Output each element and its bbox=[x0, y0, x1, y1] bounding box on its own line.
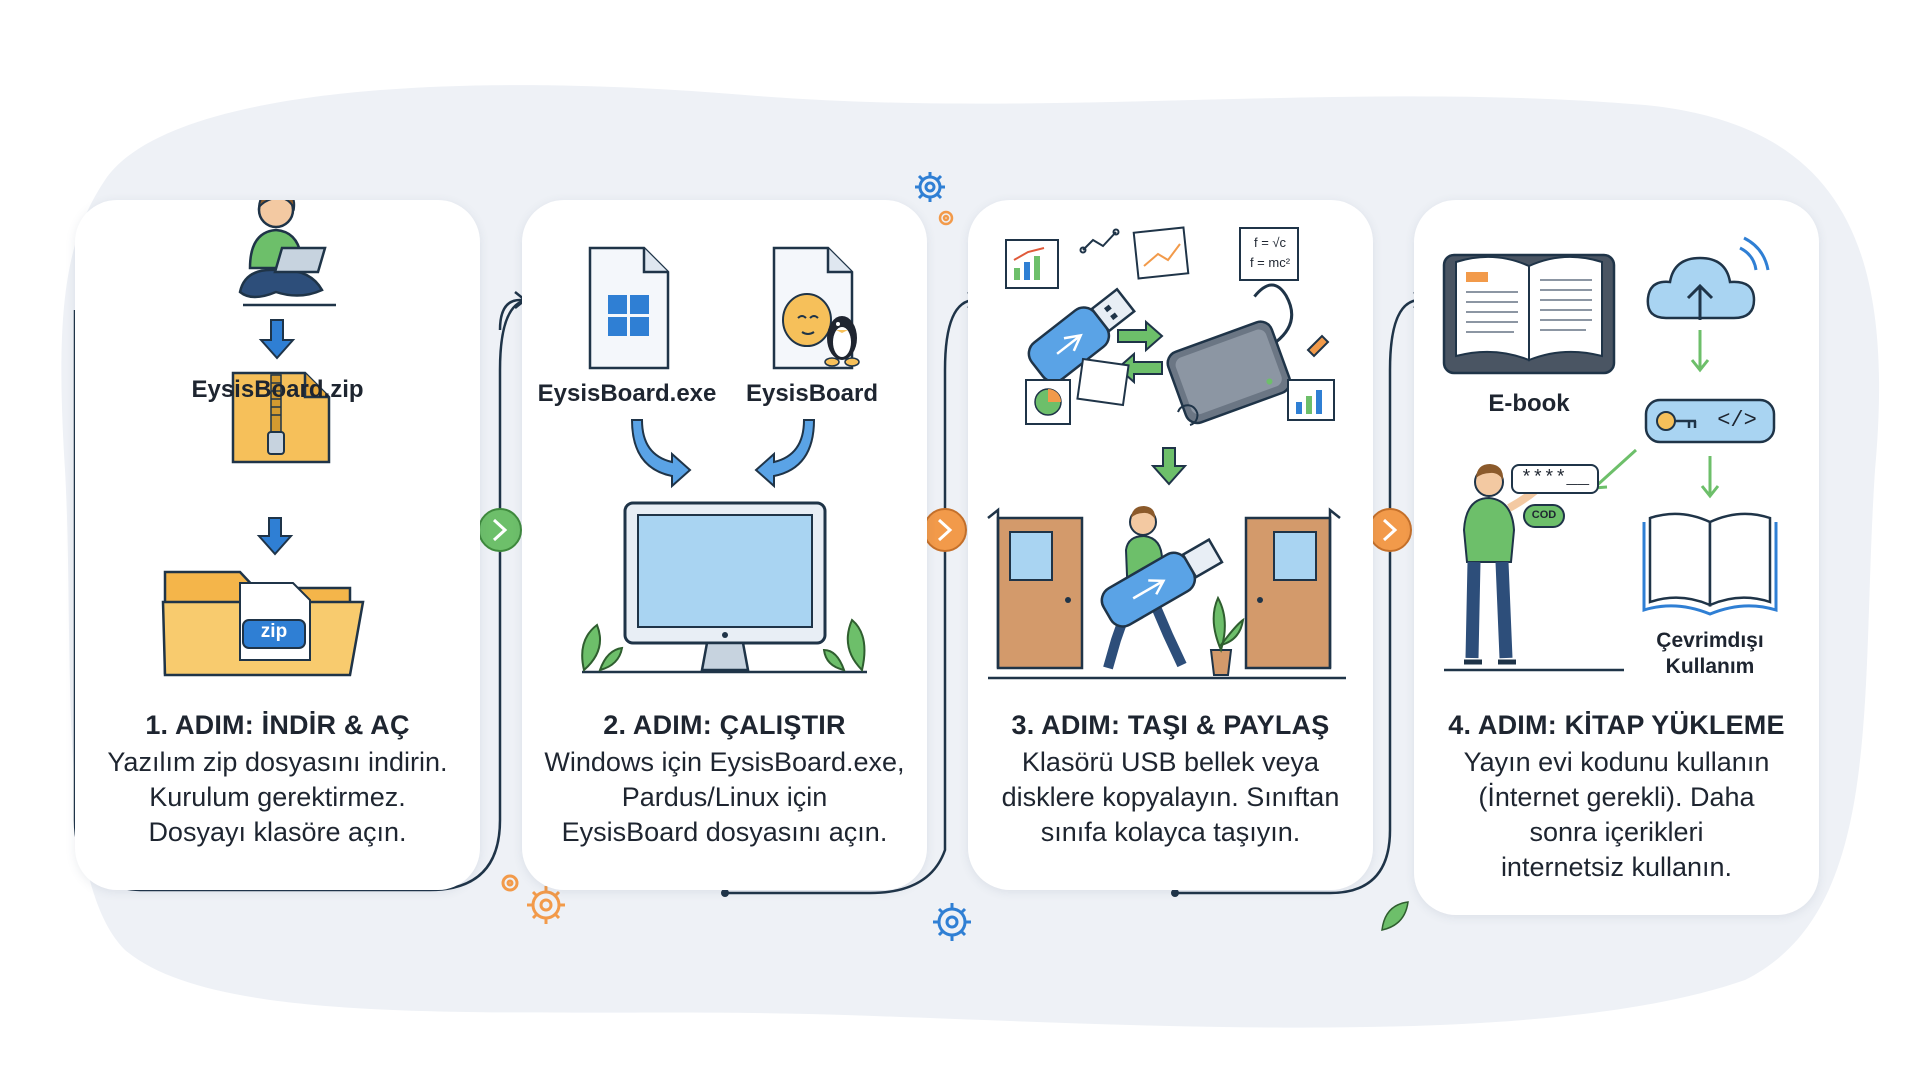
step-4-line-3: sonra içerikleri bbox=[1529, 817, 1704, 847]
down-arrow-icon-2 bbox=[256, 517, 294, 556]
offline-usage-label-1: Çevrimdışı bbox=[1656, 629, 1764, 652]
step-2-caption: 2. ADIM: ÇALIŞTIR Windows için EysisBoar… bbox=[522, 710, 927, 850]
step-card-2: EysisBoard.exe EysisBoard 2. ADIM: ÇALIŞ… bbox=[522, 200, 927, 890]
step-3-description: Klasörü USB bellek veya disklere kopyala… bbox=[968, 745, 1373, 850]
formula-label-2: f = mc² bbox=[1249, 255, 1291, 270]
zip-file-icon bbox=[231, 371, 331, 464]
code-mask-label: ****__ bbox=[1520, 467, 1590, 489]
chart-document-icon-2 bbox=[1132, 226, 1190, 280]
step-2-title: 2. ADIM: ÇALIŞTIR bbox=[603, 710, 846, 740]
line-chart-icon bbox=[1079, 228, 1120, 254]
step-1-line-2: Kurulum gerektirmez. bbox=[149, 782, 406, 812]
step-4-caption: 4. ADIM: KİTAP YÜKLEME Yayın evi kodunu … bbox=[1414, 710, 1819, 885]
pie-chart-document-icon bbox=[1025, 379, 1071, 425]
step-3-line-2: disklere kopyalayın. Sınıftan bbox=[1001, 782, 1340, 812]
linux-file-label: EysisBoard bbox=[745, 380, 879, 407]
publisher-code-key-icon bbox=[1644, 398, 1776, 444]
exe-file-label: EysisBoard.exe bbox=[537, 380, 717, 407]
external-disk-icon bbox=[1166, 283, 1294, 425]
step-3-caption: 3. ADIM: TAŞI & PAYLAŞ Klasörü USB belle… bbox=[968, 710, 1373, 850]
offline-usage-label-2: Kullanım bbox=[1665, 655, 1755, 678]
door-icon-left bbox=[987, 507, 1084, 670]
plant-icon-right bbox=[822, 618, 866, 672]
down-arrow-icon-3 bbox=[1150, 447, 1188, 486]
plant-icon-left bbox=[581, 623, 624, 672]
step-3-line-3: sınıfa kolayca taşıyın. bbox=[1040, 817, 1301, 847]
step-4-description: Yayın evi kodunu kullanın (İnternet gere… bbox=[1414, 745, 1819, 885]
ebook-label: E-book bbox=[1488, 390, 1570, 417]
curved-arrow-icon-left bbox=[630, 419, 692, 489]
ebook-icon bbox=[1442, 253, 1616, 375]
folder-icon bbox=[161, 570, 365, 677]
zip-badge-label: zip bbox=[260, 621, 288, 642]
formula-label-1: f = √c bbox=[1253, 235, 1287, 250]
step-card-1: EysisBoard.zip zip 1. ADIM: İNDİR & AÇ Y… bbox=[75, 200, 480, 890]
step-2-drawing bbox=[581, 246, 867, 674]
step-2-line-3: EysisBoard dosyasını açın. bbox=[561, 817, 888, 847]
offline-book-icon bbox=[1642, 512, 1778, 616]
diagonal-arrow-icon bbox=[1592, 448, 1638, 490]
refresh-icon bbox=[1177, 404, 1199, 426]
step-2-line-2: Pardus/Linux için bbox=[621, 782, 828, 812]
code-tag-label: </> bbox=[1717, 408, 1757, 433]
down-arrow-icon bbox=[258, 319, 296, 360]
step-3-drawing bbox=[987, 226, 1346, 680]
step-4-line-2: (İnternet gerekli). Daha bbox=[1478, 782, 1755, 812]
bar-chart-document-icon bbox=[1287, 379, 1335, 421]
step-1-line-3: Dosyayı klasöre açın. bbox=[148, 817, 407, 847]
cloud-upload-icon bbox=[1646, 236, 1770, 320]
zip-file-label: EysisBoard.zip bbox=[191, 376, 364, 403]
step-card-4: E-book </> ****__ COD Çevrimdışı Kullanı… bbox=[1414, 200, 1819, 915]
down-arrow-icon-4 bbox=[1690, 330, 1710, 373]
person-entering-code-icon bbox=[1462, 464, 1539, 665]
step-1-caption: 1. ADIM: İNDİR & AÇ Yazılım zip dosyasın… bbox=[75, 710, 480, 850]
step-1-drawing bbox=[161, 200, 365, 677]
step-card-3: f = √c f = mc² 3. ADIM: TAŞI & PAYLAŞ Kl… bbox=[968, 200, 1373, 890]
step-3-title: 3. ADIM: TAŞI & PAYLAŞ bbox=[1011, 710, 1330, 740]
pencil-icon bbox=[1306, 334, 1330, 358]
step-4-drawing bbox=[1442, 236, 1778, 672]
code-chip-label: COD bbox=[1531, 509, 1557, 521]
windows-file-icon bbox=[588, 246, 670, 370]
step-2-description: Windows için EysisBoard.exe, Pardus/Linu… bbox=[522, 745, 927, 850]
curved-arrow-icon-right bbox=[754, 419, 816, 489]
chart-document-icon bbox=[1005, 239, 1059, 289]
step-4-title: 4. ADIM: KİTAP YÜKLEME bbox=[1448, 710, 1785, 740]
linux-file-icon bbox=[772, 246, 860, 370]
potted-plant-icon bbox=[1209, 595, 1245, 676]
step-1-title: 1. ADIM: İNDİR & AÇ bbox=[145, 710, 410, 740]
step-1-description: Yazılım zip dosyasını indirin. Kurulum g… bbox=[75, 745, 480, 850]
network-document-icon bbox=[1076, 357, 1130, 407]
step-2-line-1: Windows için EysisBoard.exe, bbox=[544, 747, 905, 777]
step-3-line-1: Klasörü USB bellek veya bbox=[1021, 747, 1320, 777]
person-carrying-usb-icon bbox=[1100, 506, 1224, 670]
monitor-icon bbox=[582, 501, 867, 674]
step-4-line-1: Yayın evi kodunu kullanın bbox=[1463, 747, 1770, 777]
step-1-line-1: Yazılım zip dosyasını indirin. bbox=[107, 747, 448, 777]
door-icon-right bbox=[1244, 507, 1341, 670]
down-arrow-icon-5 bbox=[1700, 456, 1720, 499]
password-field-icon bbox=[1511, 464, 1599, 528]
formula-card-icon bbox=[1239, 227, 1299, 281]
step-4-line-4: internetsiz kullanın. bbox=[1500, 852, 1733, 882]
